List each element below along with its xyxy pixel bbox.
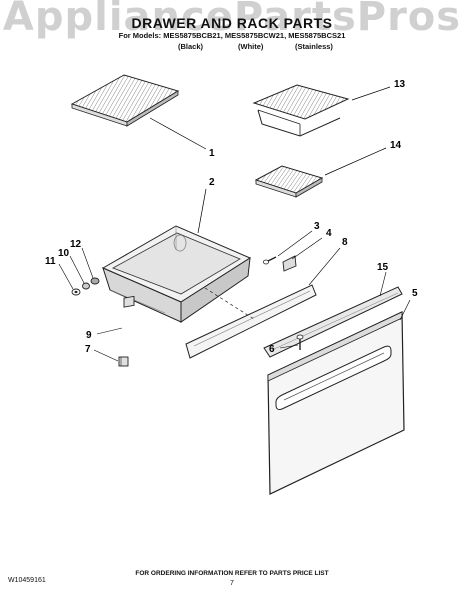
callout-6: 6 [269, 344, 275, 355]
document-number: W10459161 [8, 577, 46, 584]
callout-15: 15 [377, 262, 389, 273]
page-number: 7 [230, 580, 234, 587]
drawer-clip [118, 356, 129, 367]
callout-1: 1 [209, 148, 215, 159]
callout-13: 13 [394, 79, 406, 90]
callout-4: 4 [326, 228, 332, 239]
rack-with-glides [252, 84, 350, 137]
finish-black: (Black) [178, 42, 204, 51]
callout-2: 2 [209, 177, 215, 188]
callout-5: 5 [412, 288, 418, 299]
callout-8: 8 [342, 237, 348, 248]
watermark: AppliancePartsPros [2, 0, 462, 40]
drawer-glide-bumper [123, 295, 135, 308]
screw-and-bracket [263, 255, 297, 272]
ordering-note: FOR ORDERING INFORMATION REFER TO PARTS … [135, 570, 329, 577]
callout-12: 12 [70, 239, 82, 250]
oven-rack [70, 74, 180, 127]
half-rack [254, 165, 324, 198]
callout-9: 9 [86, 330, 92, 341]
hardware-group-left [71, 277, 100, 296]
page-title: DRAWER AND RACK PARTS [131, 15, 333, 31]
panel-screw [296, 334, 304, 350]
drawer-front-trim [185, 284, 317, 359]
callout-7: 7 [85, 344, 91, 355]
drawer-panel-trim [263, 286, 403, 358]
finish-white: (White) [238, 42, 264, 51]
drawer-panel [267, 311, 405, 495]
finish-stainless: (Stainless) [295, 42, 333, 51]
callout-10: 10 [58, 248, 70, 259]
callout-3: 3 [314, 221, 320, 232]
drawer-pan [101, 225, 252, 323]
callout-14: 14 [390, 140, 402, 151]
models-line: For Models: MES5875BCB21, MES5875BCW21, … [118, 31, 346, 40]
callout-11: 11 [45, 256, 56, 267]
